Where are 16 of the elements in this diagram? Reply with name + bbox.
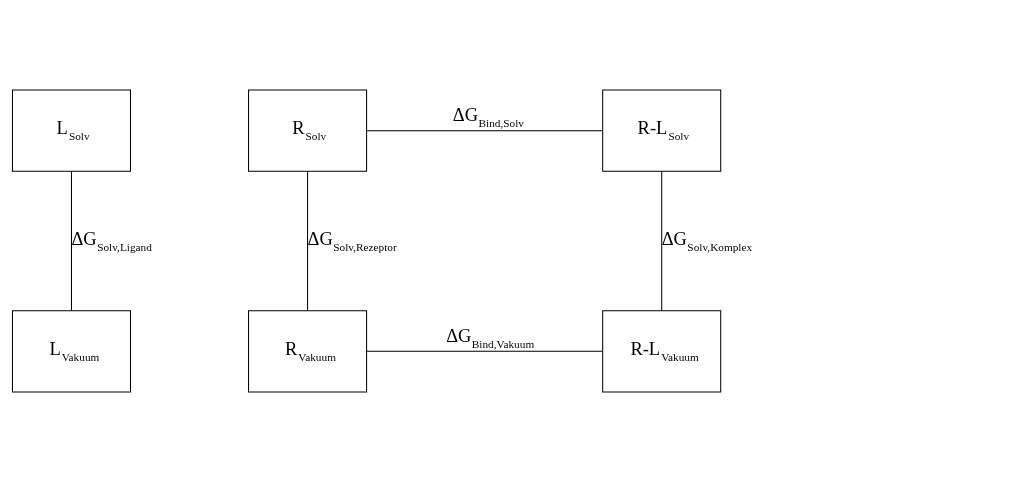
node-box: L$_{Vakuum}$ (11, 309, 131, 392)
connector (366, 129, 604, 131)
edge-label: ΔG$_{Bind,Solv}$ (452, 104, 524, 129)
connector (70, 170, 72, 311)
edge-label: ΔG$_{Bind,Vakuum}$ (446, 324, 535, 349)
connector (661, 170, 663, 311)
connector (307, 170, 309, 311)
node-box: R-L$_{Vakuum}$ (602, 309, 722, 392)
node-box: R$_{Solv}$ (248, 89, 368, 172)
node-box: R-L$_{Solv}$ (602, 89, 722, 172)
node-box: L$_{Solv}$ (11, 89, 131, 172)
edge-label: ΔG$_{Solv,Rezeptor}$ (307, 227, 397, 252)
connector (366, 350, 604, 352)
edge-label: ΔG$_{Solv,Ligand}$ (71, 227, 152, 252)
node-box: R$_{Vakuum}$ (248, 309, 368, 392)
edge-label: ΔG$_{Solv,Komplex}$ (661, 227, 753, 252)
